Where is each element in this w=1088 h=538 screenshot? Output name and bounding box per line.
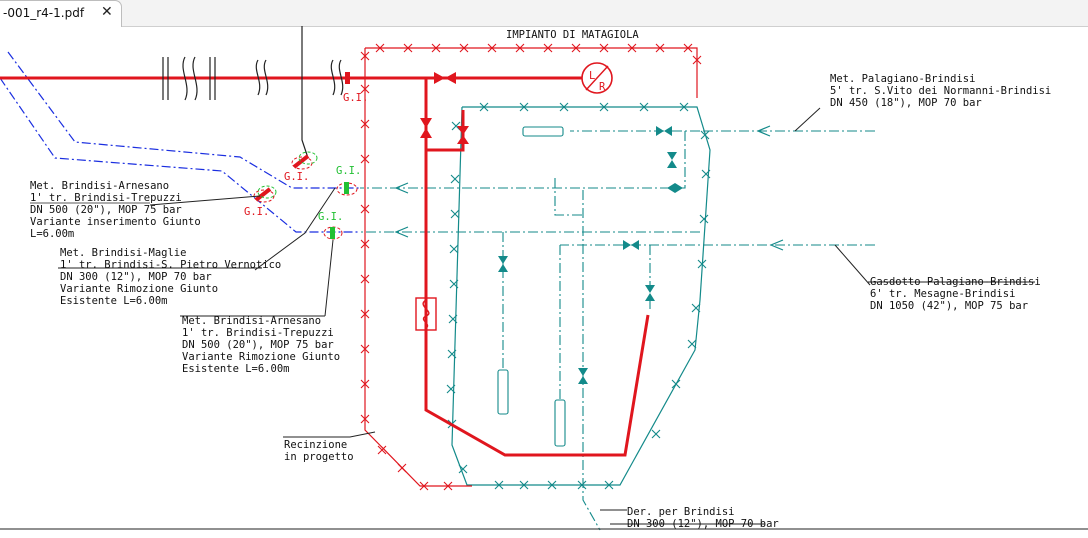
- gi-label-green-1: G.I.: [336, 165, 361, 177]
- svg-text:Der. per Brindisi: Der. per Brindisi: [627, 506, 734, 518]
- lr-bottom: R: [599, 81, 606, 93]
- teal-drop-4: [582, 190, 601, 531]
- svg-text:DN 300 (12"), MOP 70 bar: DN 300 (12"), MOP 70 bar: [60, 271, 212, 283]
- label-maglie: Met. Brindisi-Maglie 1' tr. Brindisi-S. …: [60, 247, 281, 307]
- svg-text:Variante inserimento Giunto: Variante inserimento Giunto: [30, 216, 201, 228]
- teal-filter-1: [522, 126, 564, 137]
- svg-text:Gasdotto Palagiano-Brindisi: Gasdotto Palagiano-Brindisi: [870, 276, 1041, 288]
- svg-text:Met. Brindisi-Arnesano: Met. Brindisi-Arnesano: [30, 180, 169, 192]
- teal-fence-crosses: [446, 102, 711, 490]
- teal-branch-b: [360, 131, 686, 189]
- svg-text:Met. Palagiano-Brindisi: Met. Palagiano-Brindisi: [830, 73, 975, 85]
- teal-filter-3: [554, 399, 566, 447]
- label-recinzione: Recinzione in progetto: [284, 439, 354, 463]
- svg-text:DN 450 (18"), MOP 70 bar: DN 450 (18"), MOP 70 bar: [830, 97, 982, 109]
- teal-fence: [451, 106, 711, 486]
- svg-text:6' tr. Mesagne-Brindisi: 6' tr. Mesagne-Brindisi: [870, 288, 1015, 300]
- red-main-pipeline: [0, 76, 650, 457]
- teal-pipelines: [360, 130, 875, 531]
- svg-text:DN 300 (12"), MOP 70 bar: DN 300 (12"), MOP 70 bar: [627, 518, 779, 530]
- svg-text:1' tr. Brindisi-S. Pietro Vern: 1' tr. Brindisi-S. Pietro Vernotico: [60, 259, 281, 271]
- label-palagiano: Met. Palagiano-Brindisi 5' tr. S.Vito de…: [830, 73, 1051, 109]
- red-fence: [364, 47, 698, 487]
- svg-text:Variante Rimozione Giunto: Variante Rimozione Giunto: [182, 351, 340, 363]
- svg-text:Met. Brindisi-Arnesano: Met. Brindisi-Arnesano: [182, 315, 321, 327]
- lr-top: L: [589, 70, 595, 82]
- svg-text:DN 1050 (42"), MOP 75 bar: DN 1050 (42"), MOP 75 bar: [870, 300, 1028, 312]
- leader-lines: [0, 107, 1088, 530]
- blue-pipeline-lower: [0, 77, 360, 233]
- label-gasdotto: Gasdotto Palagiano-Brindisi 6' tr. Mesag…: [870, 276, 1041, 312]
- teal-upper-link: [554, 178, 583, 216]
- svg-text:1' tr. Brindisi-Trepuzzi: 1' tr. Brindisi-Trepuzzi: [30, 192, 182, 204]
- label-derivazione: Der. per Brindisi DN 300 (12"), MOP 70 b…: [627, 506, 779, 530]
- teal-valves: [498, 126, 683, 384]
- blue-pipelines: [0, 51, 360, 233]
- pipe-break-symbols: [162, 26, 344, 159]
- gi-label-main: G.I.: [343, 92, 368, 104]
- svg-text:Recinzione: Recinzione: [284, 439, 347, 451]
- gi-markers: [253, 151, 358, 240]
- svg-text:DN 500 (20"), MOP 75 bar: DN 500 (20"), MOP 75 bar: [30, 204, 182, 216]
- svg-text:L=6.00m: L=6.00m: [30, 228, 74, 240]
- flow-arrows: [394, 125, 784, 251]
- document-tab[interactable]: -001_r4-1.pdf ✕: [0, 0, 122, 27]
- tab-bar: -001_r4-1.pdf ✕: [0, 0, 1088, 27]
- pig-trap: [415, 297, 437, 331]
- gi-label-green-2: G.I.: [318, 211, 343, 223]
- red-fence-crosses: [360, 43, 702, 491]
- label-arnesano-top: Met. Brindisi-Arnesano 1' tr. Brindisi-T…: [30, 180, 201, 240]
- red-valves: [345, 72, 469, 144]
- teal-equipment: [497, 126, 566, 447]
- blue-pipeline-upper: [7, 51, 360, 189]
- close-icon[interactable]: ✕: [101, 4, 113, 20]
- svg-text:in progetto: in progetto: [284, 451, 354, 463]
- svg-text:1' tr. Brindisi-Trepuzzi: 1' tr. Brindisi-Trepuzzi: [182, 327, 334, 339]
- svg-text:Esistente L=6.00m: Esistente L=6.00m: [60, 295, 167, 307]
- svg-text:Esistente L=6.00m: Esistente L=6.00m: [182, 363, 289, 375]
- tab-title: -001_r4-1.pdf: [3, 6, 85, 20]
- svg-text:Met. Brindisi-Maglie: Met. Brindisi-Maglie: [60, 247, 186, 259]
- plant-title: IMPIANTO DI MATAGIOLA: [506, 29, 639, 41]
- svg-text:Variante Rimozione Giunto: Variante Rimozione Giunto: [60, 283, 218, 295]
- gi-label-red-2: G.I.: [244, 206, 269, 218]
- gi-joint-main: [345, 72, 350, 84]
- teal-filter-2: [497, 369, 509, 415]
- schematic-drawing: L R G.I. G.I. G.I. G.I. G.I. IMPIANTO DI…: [0, 26, 1088, 531]
- gi-label-red-1: G.I.: [284, 171, 309, 183]
- svg-text:DN 500 (20"), MOP 75 bar: DN 500 (20"), MOP 75 bar: [182, 339, 334, 351]
- label-arnesano-bottom: Met. Brindisi-Arnesano 1' tr. Brindisi-T…: [182, 315, 340, 375]
- lr-symbol: L R: [581, 62, 613, 94]
- svg-text:5' tr. S.Vito dei Normanni-Bri: 5' tr. S.Vito dei Normanni-Brindisi: [830, 85, 1051, 97]
